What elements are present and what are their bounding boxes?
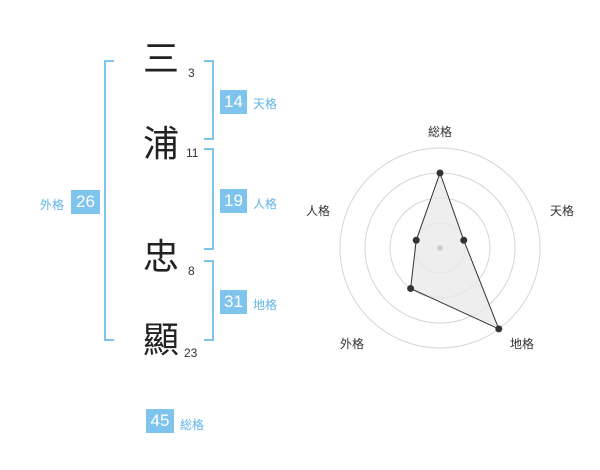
name-char-4: 顯 [143, 320, 180, 361]
radar-ring [339, 147, 541, 349]
gaikaku-bracket [104, 60, 114, 341]
chikaku-bracket [204, 260, 214, 341]
tenkaku-value: 14 [220, 90, 247, 114]
chikaku-label: 地格 [253, 298, 278, 312]
jinkaku-label: 人格 [253, 197, 278, 211]
soukaku-value: 45 [146, 409, 174, 433]
radar-label-jinkaku: 人格 [306, 204, 331, 218]
radar-polygon [410, 171, 500, 330]
radar-point-3 [495, 325, 503, 333]
radar-label-chikaku: 地格 [510, 337, 535, 351]
gaikaku-value: 26 [71, 190, 100, 214]
stroke-count-3: 8 [188, 264, 195, 278]
radar-center [437, 245, 443, 251]
radar-point-4 [407, 284, 415, 292]
radar-label-soukaku: 総格 [428, 125, 453, 139]
chikaku-value: 31 [220, 290, 247, 314]
radar-point-2 [460, 236, 468, 244]
stroke-count-4: 23 [184, 346, 198, 360]
radar-point-1 [436, 169, 444, 177]
soukaku-label: 総格 [180, 418, 205, 432]
stroke-count-2: 11 [186, 146, 199, 160]
tenkaku-bracket [204, 60, 214, 140]
tenkaku-label: 天格 [253, 97, 278, 111]
jinkaku-value: 19 [220, 189, 247, 213]
stroke-count-1: 3 [188, 66, 195, 80]
name-char-3: 忠 [143, 237, 180, 278]
radar-label-tenkaku: 天格 [550, 204, 575, 218]
jinkaku-bracket [204, 148, 214, 250]
radar-point-5 [412, 236, 420, 244]
radar-label-gaikaku: 外格 [340, 337, 365, 351]
gaikaku-label: 外格 [40, 198, 65, 212]
name-char-1: 三 [143, 39, 180, 80]
name-char-2: 浦 [143, 124, 180, 165]
